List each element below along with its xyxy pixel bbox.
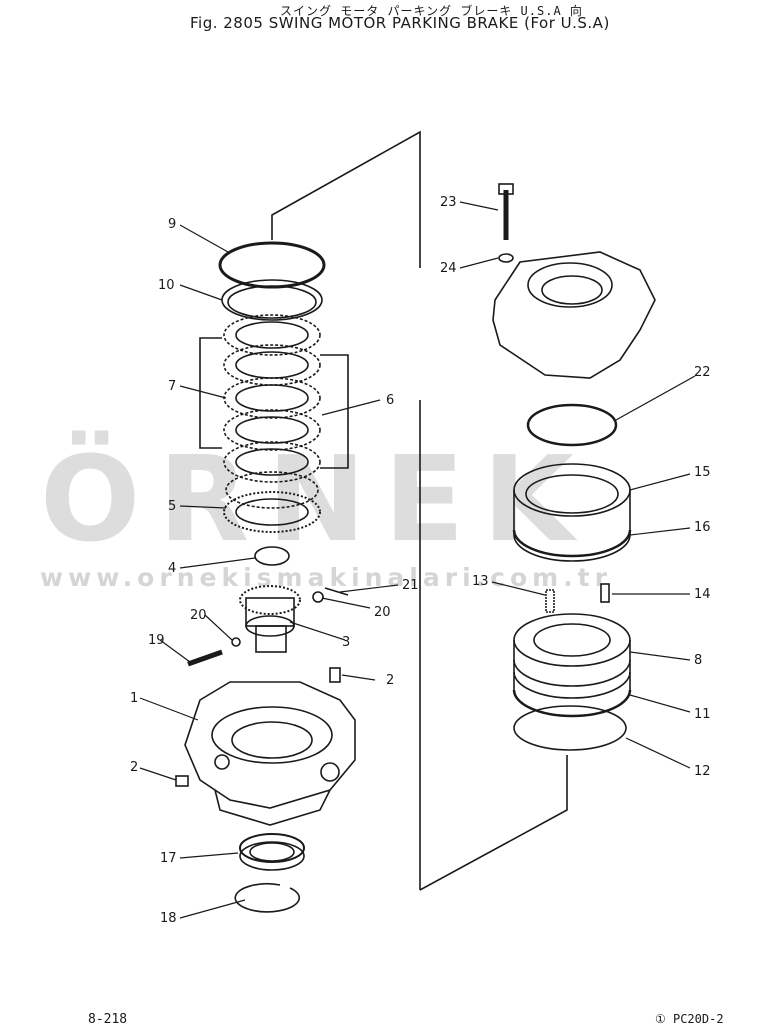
callout-11: 11 — [694, 707, 711, 722]
callout-16: 16 — [694, 520, 711, 535]
part-9-o-ring — [218, 241, 326, 289]
part-1-housing — [184, 681, 356, 826]
page-number: 8-218 — [88, 1012, 128, 1027]
part-17-bearing — [239, 833, 305, 871]
callout-9: 9 — [168, 217, 176, 232]
callout-7: 7 — [168, 379, 176, 394]
callout-17: 17 — [160, 851, 177, 866]
callout-6: 6 — [386, 393, 394, 408]
part-22-o-ring — [526, 403, 618, 447]
assembly-line-left — [271, 130, 421, 268]
part-8-body — [513, 613, 631, 717]
callout-1: 1 — [130, 691, 138, 706]
figure-title: Fig. 2805 SWING MOTOR PARKING BRAKE (For… — [190, 14, 610, 32]
callout-14: 14 — [694, 587, 711, 602]
model-code: ① PC20D-2 — [655, 1012, 724, 1026]
part-12-ring — [513, 705, 627, 751]
callout-15: 15 — [694, 465, 711, 480]
part-cover-housing — [492, 251, 656, 379]
part-11-seal — [512, 689, 632, 718]
callout-13: 13 — [472, 574, 489, 589]
callout-22: 22 — [694, 365, 711, 380]
part-15-piston — [513, 463, 631, 562]
plate-stack — [223, 314, 321, 509]
callout-3: 3 — [342, 635, 350, 650]
callout-23: 23 — [440, 195, 457, 210]
callout-2-upper: 2 — [386, 673, 394, 688]
callout-21: 21 — [402, 578, 419, 593]
callout-18: 18 — [160, 911, 177, 926]
part-16-seal — [512, 529, 632, 558]
callout-2-lower: 2 — [130, 760, 138, 775]
callout-19: 19 — [148, 633, 165, 648]
part-3-shaft-gear — [239, 585, 301, 653]
part-5-plate — [223, 491, 321, 533]
callout-24: 24 — [440, 261, 457, 276]
title-japanese: スイング モータ パーキング ブレーキ U.S.A 向 — [280, 4, 583, 18]
callout-12: 12 — [694, 764, 711, 779]
part-4-ring — [254, 546, 290, 566]
callout-10: 10 — [158, 278, 175, 293]
callout-20-left: 20 — [190, 608, 207, 623]
callout-20-right: 20 — [374, 605, 391, 620]
callout-5: 5 — [168, 499, 176, 514]
callout-8: 8 — [694, 653, 702, 668]
callout-4: 4 — [168, 561, 176, 576]
part-18-snap-ring — [234, 883, 300, 913]
assembly-line-right — [419, 755, 568, 891]
